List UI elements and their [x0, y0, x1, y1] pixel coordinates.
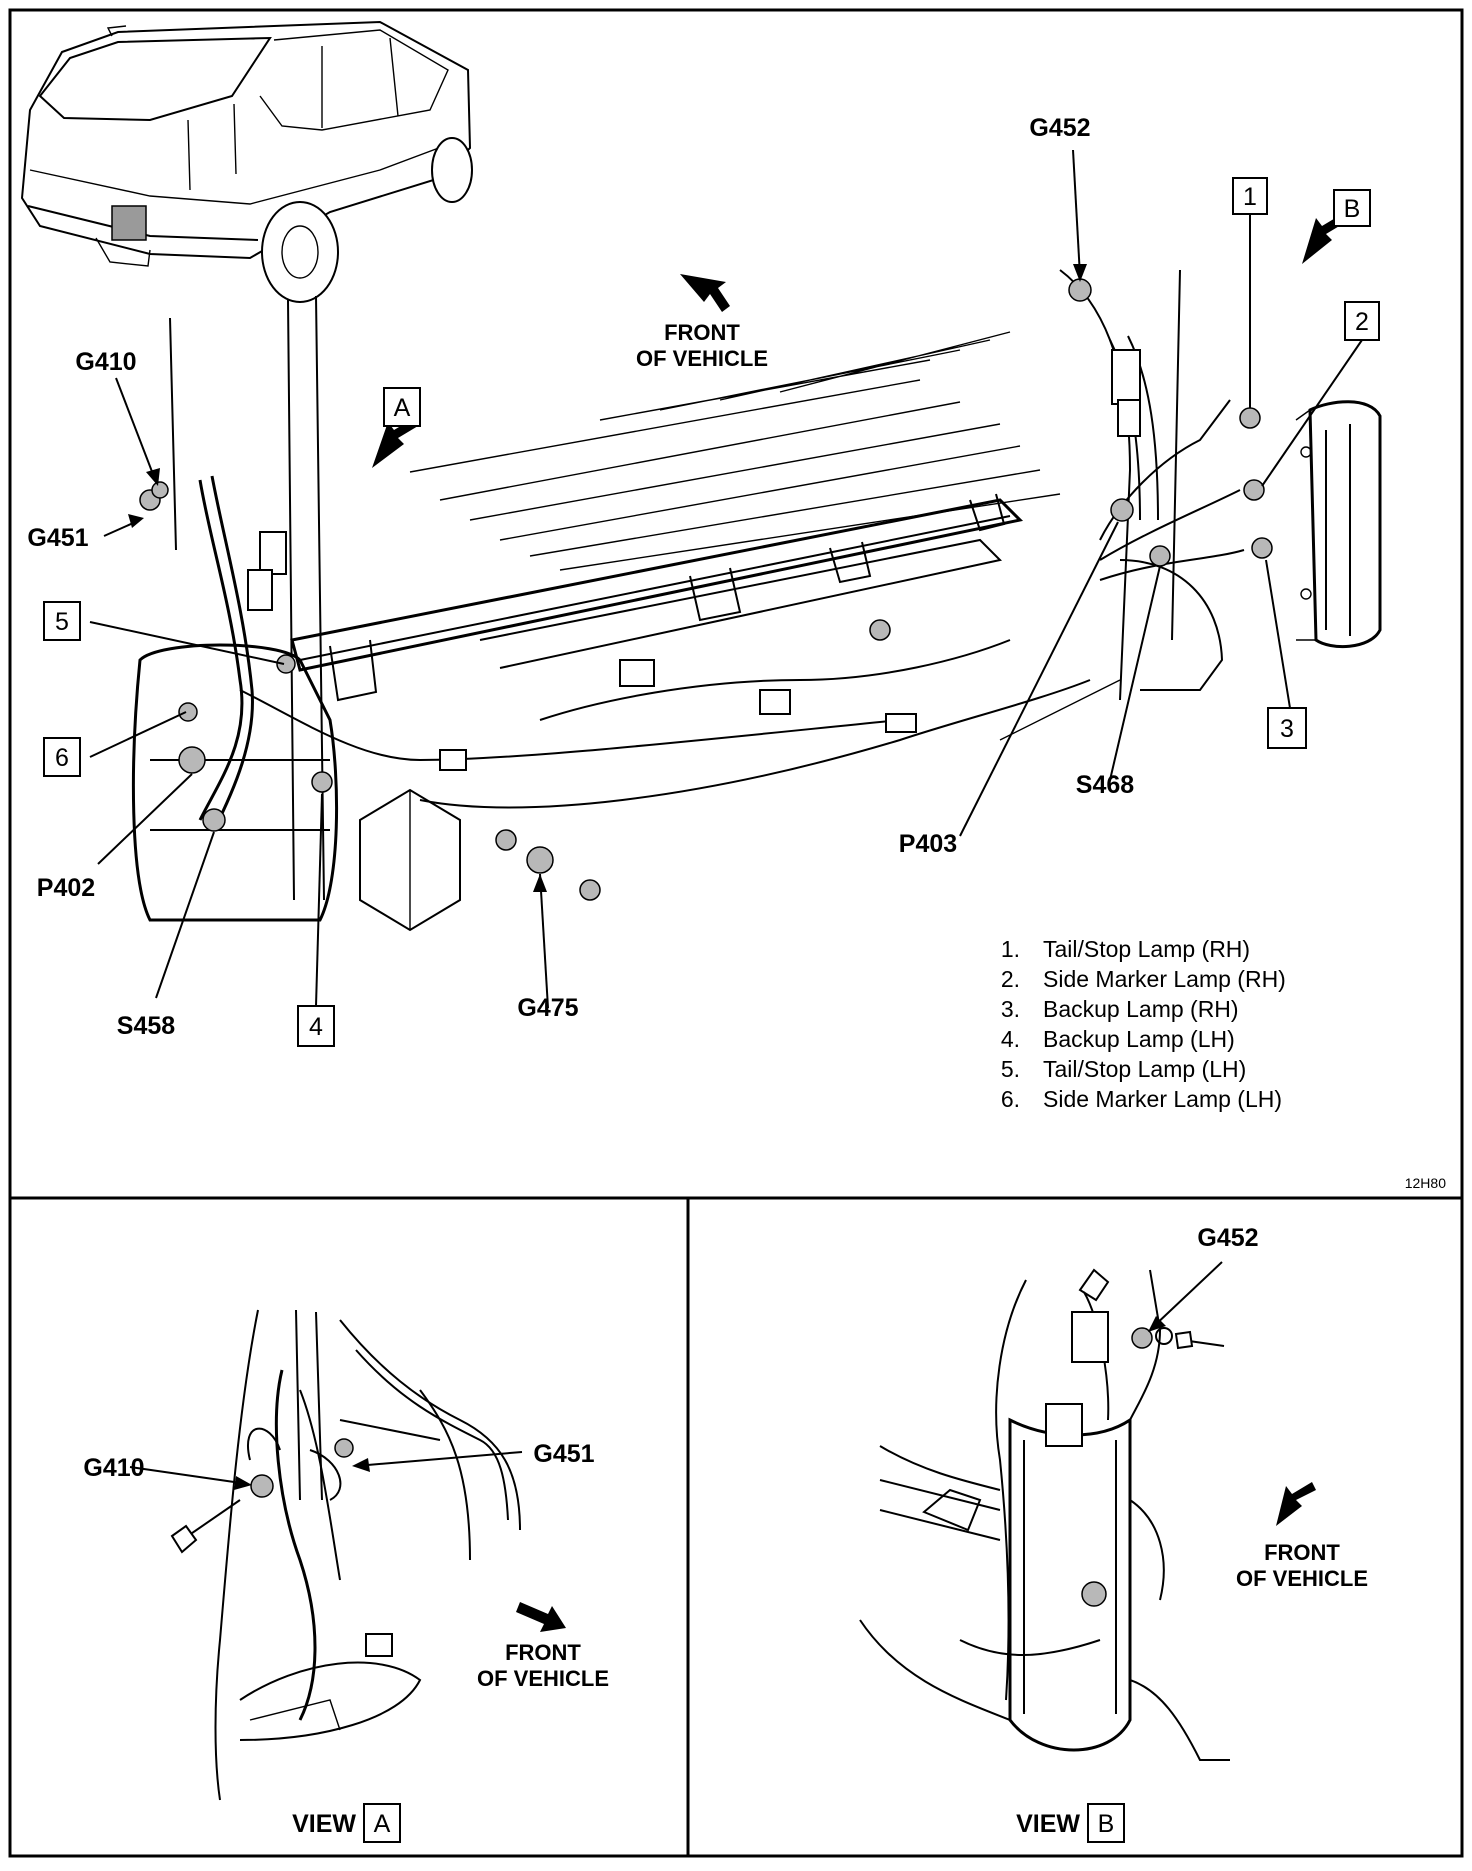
view-b-front-line2: OF VEHICLE: [1236, 1566, 1368, 1591]
direction-arrows-main: [372, 214, 1346, 468]
legend-num-3: 3.: [1001, 996, 1020, 1022]
p402-connector-marker: [178, 746, 206, 774]
s468-splice-marker: [1149, 545, 1171, 567]
view-a-front-line1: FRONT: [505, 1640, 581, 1665]
bolt-marker: [579, 879, 601, 901]
legend-text-6: Side Marker Lamp (LH): [1043, 1086, 1282, 1112]
side-marker-lamp-lh-socket: [178, 702, 198, 722]
view-a-front-arrow-icon: [516, 1602, 566, 1632]
legend-num-4: 4.: [1001, 1026, 1020, 1052]
view-a-box: A: [374, 1810, 391, 1838]
callout-4: 4: [309, 1013, 323, 1041]
backup-lamp-rh-socket: [1251, 537, 1273, 559]
front-label-line1: FRONT: [664, 320, 740, 345]
view-a-g451-marker: [334, 1438, 354, 1458]
ground-stud-marker: [495, 829, 517, 851]
g410-ground-marker: [151, 481, 169, 499]
side-marker-lamp-rh-socket: [1243, 479, 1265, 501]
view-b-panel: G452 FRONT OF VEHICLE VIEW B: [859, 1224, 1368, 1843]
legend-text-1: Tail/Stop Lamp (RH): [1043, 936, 1250, 962]
tail-stop-lamp-lh-socket: [276, 654, 296, 674]
legend-text-4: Backup Lamp (LH): [1043, 1026, 1235, 1052]
view-a-panel: G410 G451 FRONT OF VEHICLE VIEW A: [83, 1309, 609, 1843]
view-box-a: A: [394, 394, 411, 422]
legend-text-5: Tail/Stop Lamp (LH): [1043, 1056, 1246, 1082]
label-g475: G475: [517, 994, 578, 1022]
view-b-front-arrow-icon: [1276, 1482, 1316, 1526]
legend-text-3: Backup Lamp (RH): [1043, 996, 1239, 1022]
label-g452: G452: [1029, 114, 1090, 142]
legend-num-5: 5.: [1001, 1056, 1020, 1082]
legend: 1. Tail/Stop Lamp (RH) 2. Side Marker La…: [1001, 936, 1286, 1112]
view-a-g410-marker: [250, 1474, 274, 1498]
callout-boxes: 1 2 3 4 5 6 A B: [43, 177, 1380, 1047]
label-s458: S458: [117, 1012, 175, 1040]
callout-1: 1: [1243, 183, 1257, 211]
view-b-label-g452: G452: [1197, 1224, 1258, 1252]
view-a-label-g410: G410: [83, 1454, 144, 1482]
label-g451: G451: [27, 524, 88, 552]
panel-frames: [8, 8, 1464, 1858]
view-b-lamp-socket-marker: [1081, 1581, 1107, 1607]
p403-connector-marker: [1110, 498, 1134, 522]
label-p402: P402: [37, 874, 95, 902]
view-a-caption: VIEW: [292, 1810, 356, 1838]
view-b-box: B: [1098, 1810, 1115, 1838]
view-a-front-line2: OF VEHICLE: [477, 1666, 609, 1691]
view-b-g452-marker: [1131, 1327, 1153, 1349]
g452-ground-marker: [1068, 278, 1092, 302]
component-markers: [139, 278, 1273, 901]
view-b-caption: VIEW: [1016, 1810, 1080, 1838]
s458-splice-marker: [202, 808, 226, 832]
leader-lines: [89, 149, 1363, 1009]
callout-5: 5: [55, 608, 69, 636]
view-box-b: B: [1344, 195, 1361, 223]
front-label-line2: OF VEHICLE: [636, 346, 768, 371]
legend-num-2: 2.: [1001, 966, 1020, 992]
legend-text-2: Side Marker Lamp (RH): [1043, 966, 1286, 992]
view-a-label-g451: G451: [533, 1440, 594, 1468]
label-g410: G410: [75, 348, 136, 376]
callout-6: 6: [55, 744, 69, 772]
legend-num-6: 6.: [1001, 1086, 1020, 1112]
front-arrow-icon: [680, 274, 730, 312]
fastener-marker: [869, 619, 891, 641]
backup-lamp-lh-socket: [311, 771, 333, 793]
legend-num-1: 1.: [1001, 936, 1020, 962]
label-p403: P403: [899, 830, 957, 858]
figure-code: 12H80: [1405, 1175, 1446, 1191]
vehicle-thumbnail: [20, 20, 473, 303]
callout-3: 3: [1280, 715, 1294, 743]
callout-2: 2: [1355, 308, 1369, 336]
tail-stop-lamp-rh-socket: [1239, 407, 1261, 429]
g475-ground-marker: [526, 846, 554, 874]
wiring-harness: [198, 335, 1245, 831]
view-a-arrow-icon: [372, 418, 418, 468]
main-view-labels: G452 G410 G451 G475 S458 S468 P402 P403 …: [27, 114, 1134, 1040]
view-b-front-line1: FRONT: [1264, 1540, 1340, 1565]
label-s468: S468: [1076, 771, 1134, 799]
